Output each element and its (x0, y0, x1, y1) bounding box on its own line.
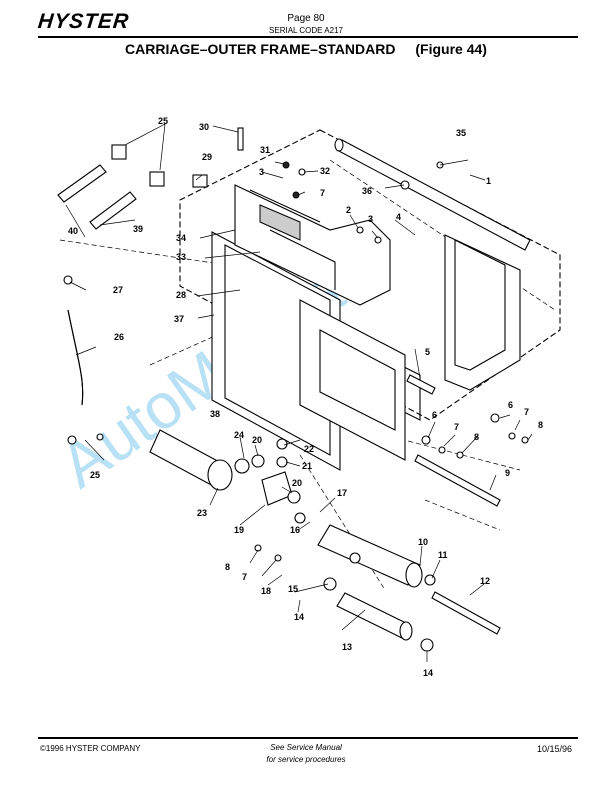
callout-28: 28 (176, 290, 186, 300)
leader-lines (65, 123, 533, 662)
callout-23: 23 (197, 508, 207, 518)
shaft-1 (334, 138, 531, 251)
callout-24: 24 (234, 430, 244, 440)
callout-35: 35 (456, 128, 466, 138)
callout-25b: 25 (90, 470, 100, 480)
callout-11: 11 (438, 550, 448, 560)
callout-8a: 8 (474, 432, 479, 442)
callout-13: 13 (342, 642, 352, 652)
cylinder-23 (149, 429, 233, 491)
callout-15: 15 (288, 584, 298, 594)
header-rule (38, 36, 578, 38)
exploded-parts-diagram: AutoManual (47, 116, 561, 678)
callout-22: 22 (304, 444, 314, 454)
callout-2: 2 (346, 205, 351, 215)
callout-33: 33 (176, 252, 186, 262)
callout-4: 4 (396, 212, 401, 222)
service-note-line2: for service procedures (266, 755, 346, 764)
callout-36: 36 (362, 186, 372, 196)
callout-7a: 7 (320, 188, 325, 198)
callout-7c: 7 (524, 407, 529, 417)
callout-37: 37 (174, 314, 184, 324)
callout-3a: 3 (259, 167, 264, 177)
callout-18: 18 (261, 586, 271, 596)
callout-6a: 6 (432, 410, 437, 420)
hydraulic-line-inner (67, 309, 84, 406)
callout-12: 12 (480, 576, 490, 586)
callout-1: 1 (486, 176, 491, 186)
callout-19: 19 (234, 525, 244, 535)
callout-25a: 25 (158, 116, 168, 126)
rod-9 (414, 454, 501, 507)
carriage-body (211, 184, 406, 471)
callout-8c: 8 (225, 562, 230, 572)
small-hardware (63, 127, 529, 652)
serial-code: SERIAL CODE A217 (269, 26, 343, 35)
copyright: ©1996 HYSTER COMPANY (40, 744, 141, 753)
callout-7b: 7 (454, 422, 459, 432)
revision-date: 10/15/96 (536, 744, 572, 754)
service-note-line1: See Service Manual (270, 743, 342, 752)
hose-fittings (57, 144, 165, 230)
callout-32: 32 (320, 166, 330, 176)
callout-8b: 8 (538, 420, 543, 430)
title-figure: (Figure 44) (415, 41, 487, 57)
page-number: Page 80 (287, 13, 325, 24)
callout-3b: 3 (368, 214, 373, 224)
rod-12 (431, 591, 501, 635)
cylinder-assembly (317, 524, 423, 641)
callout-6b: 6 (508, 400, 513, 410)
callout-14a: 14 (294, 612, 304, 622)
footer-rule (38, 737, 578, 739)
callout-17: 17 (337, 488, 347, 498)
title-main: CARRIAGE–OUTER FRAME–STANDARD (125, 41, 396, 57)
callout-31: 31 (260, 145, 270, 155)
callout-21: 21 (302, 461, 312, 471)
callout-labels: 1 2 3 3 4 5 6 6 7 7 7 7 8 8 8 9 10 11 12… (68, 116, 543, 678)
callout-5: 5 (425, 347, 430, 357)
callout-38: 38 (210, 409, 220, 419)
callout-40: 40 (68, 226, 78, 236)
callout-9: 9 (505, 468, 510, 478)
callout-39: 39 (133, 224, 143, 234)
hydraulic-line-26 (67, 309, 84, 406)
callout-20a: 20 (252, 435, 262, 445)
callout-7d: 7 (242, 572, 247, 582)
callout-30: 30 (199, 122, 209, 132)
callout-27: 27 (113, 285, 123, 295)
callout-10: 10 (418, 537, 428, 547)
block-19 (261, 471, 293, 506)
callout-26: 26 (114, 332, 124, 342)
callout-16: 16 (290, 525, 300, 535)
pin-5 (406, 374, 436, 395)
callout-29: 29 (202, 152, 212, 162)
callout-14b: 14 (423, 668, 433, 678)
callout-20b: 20 (292, 478, 302, 488)
callout-34: 34 (176, 233, 186, 243)
page-title: CARRIAGE–OUTER FRAME–STANDARD (Figure 44… (0, 41, 612, 57)
